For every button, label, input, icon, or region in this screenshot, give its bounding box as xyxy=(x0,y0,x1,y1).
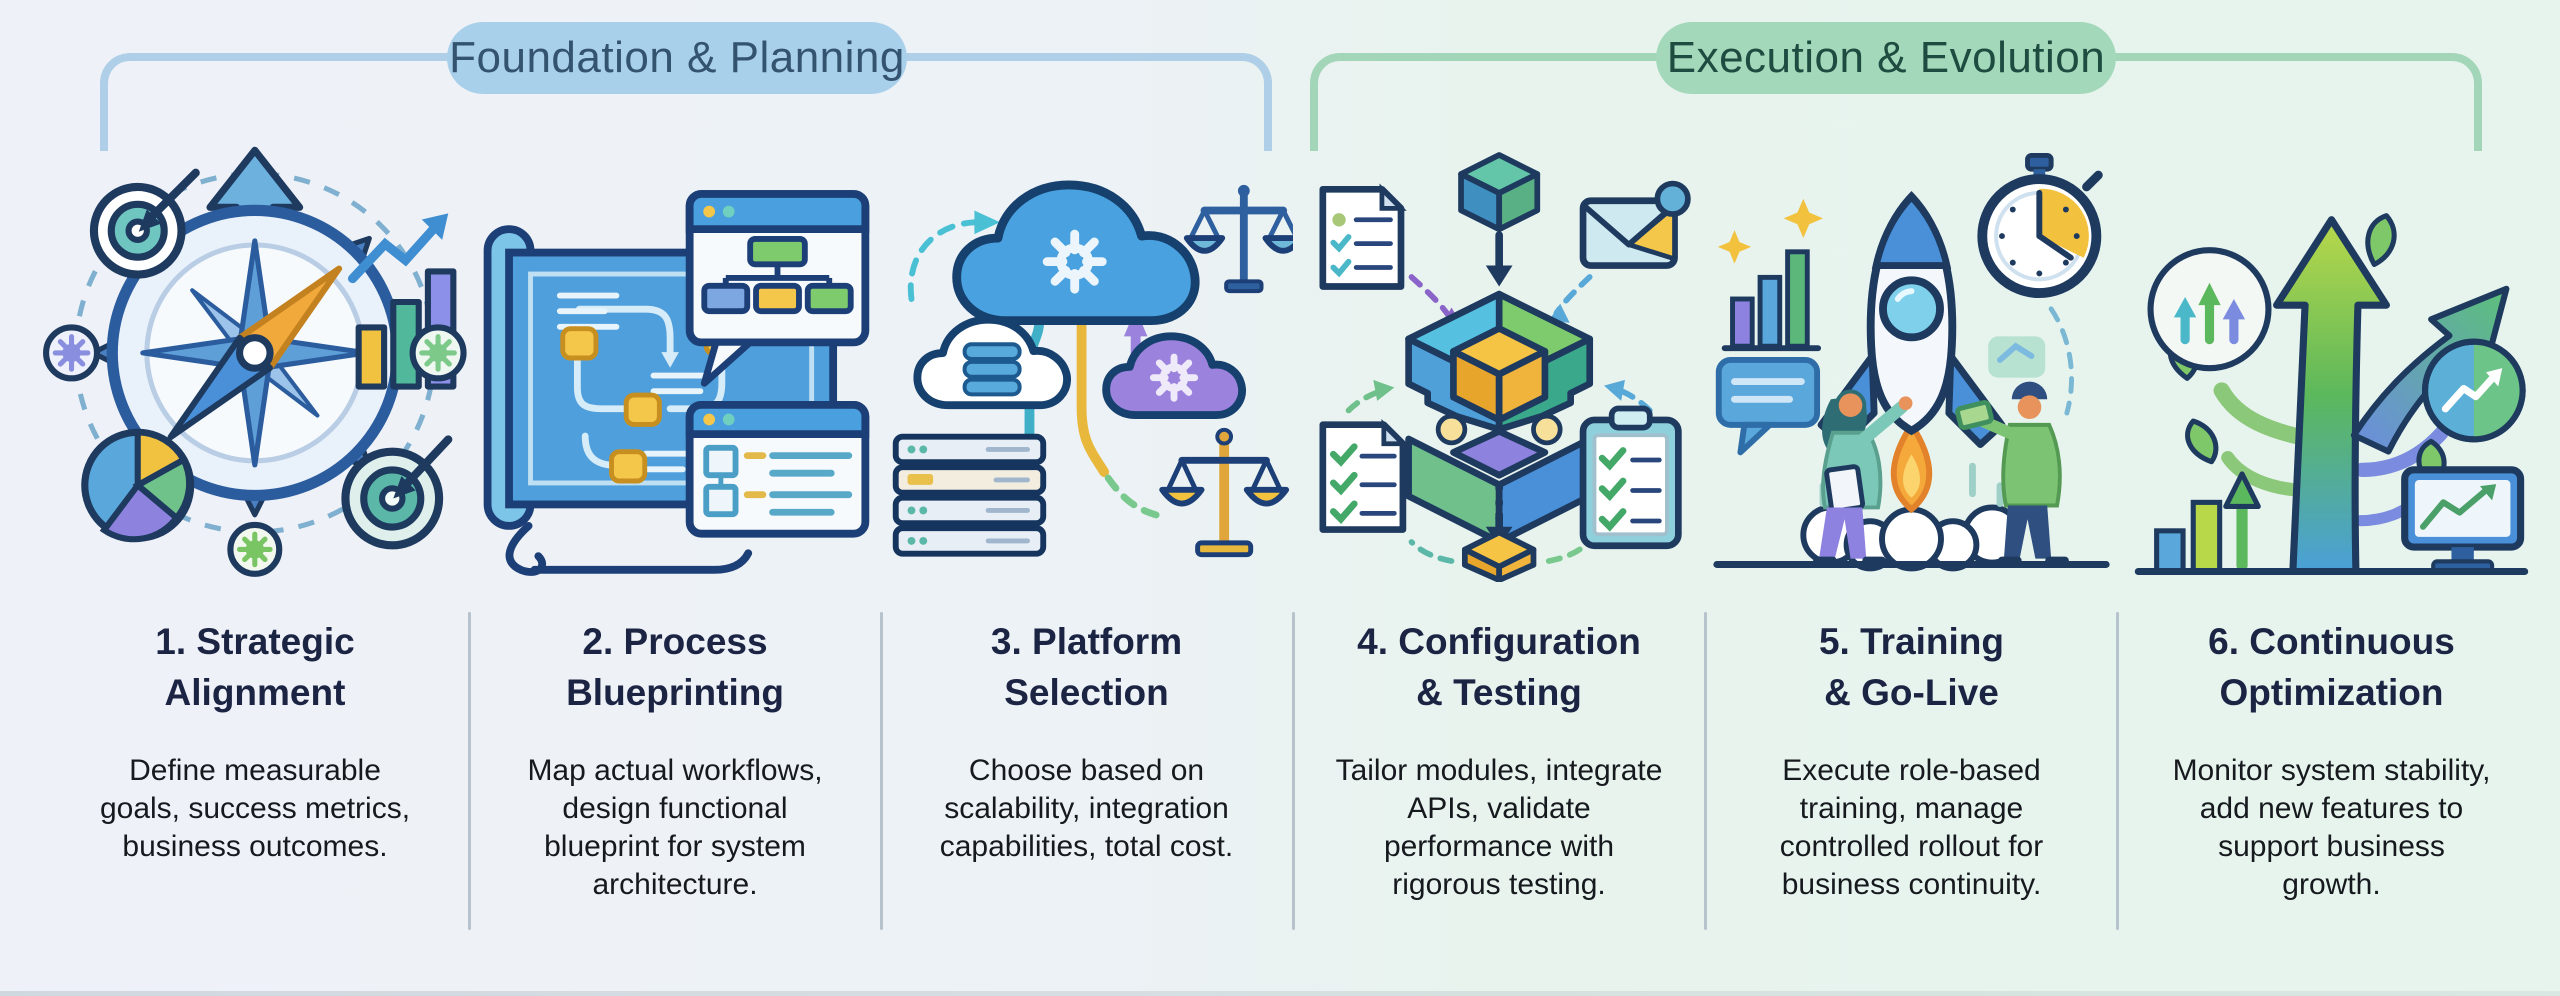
step-title: 2. Process Blueprinting xyxy=(566,621,784,714)
column-divider xyxy=(1704,612,1707,930)
column-divider xyxy=(2116,612,2119,930)
column-divider xyxy=(880,612,883,930)
compass-strategy-icon xyxy=(40,128,470,588)
step-title: 4. Configuration & Testing xyxy=(1357,621,1641,714)
step-column-6: 6. Continuous Optimization Monitor syste… xyxy=(2118,0,2545,996)
phase-pill-execution: Execution & Evolution xyxy=(1656,22,2116,94)
phase-label-foundation: Foundation & Planning xyxy=(449,33,905,82)
step-column-3: 3. Platform Selection Choose based on sc… xyxy=(880,0,1293,996)
step-title: 3. Platform Selection xyxy=(990,621,1183,714)
column-divider xyxy=(1292,612,1295,930)
phase-pill-foundation: Foundation & Planning xyxy=(447,22,907,94)
step-description: Tailor modules, integrate APIs, validate… xyxy=(1335,754,1663,902)
step-column-4: 4. Configuration & Testing Tailor module… xyxy=(1293,0,1705,996)
phase-label-execution: Execution & Evolution xyxy=(1666,33,2106,82)
step-title: 1. Strategic Alignment xyxy=(155,621,355,714)
modular-cube-icon xyxy=(1293,128,1705,588)
step-title: 6. Continuous Optimization xyxy=(2208,621,2455,714)
step-column-1: 1. Strategic Alignment Define measurable… xyxy=(40,0,470,996)
step-column-2: 2. Process Blueprinting Map actual workf… xyxy=(470,0,880,996)
blueprint-workflow-icon xyxy=(470,128,880,588)
cloud-comparison-icon xyxy=(880,128,1293,588)
step-column-5: 5. Training & Go-Live Execute role-based… xyxy=(1705,0,2118,996)
column-divider xyxy=(468,612,471,930)
step-description: Execute role-based training, manage cont… xyxy=(1779,754,2044,902)
growth-tree-icon xyxy=(2118,128,2545,588)
rocket-launch-icon xyxy=(1705,128,2118,588)
step-description: Map actual workflows, design functional … xyxy=(527,754,823,902)
step-title: 5. Training & Go-Live xyxy=(1818,621,2005,714)
step-description: Choose based on scalability, integration… xyxy=(939,754,1234,864)
step-description: Define measurable goals, success metrics… xyxy=(99,754,411,864)
step-description: Monitor system stability, add new featur… xyxy=(2172,754,2491,902)
